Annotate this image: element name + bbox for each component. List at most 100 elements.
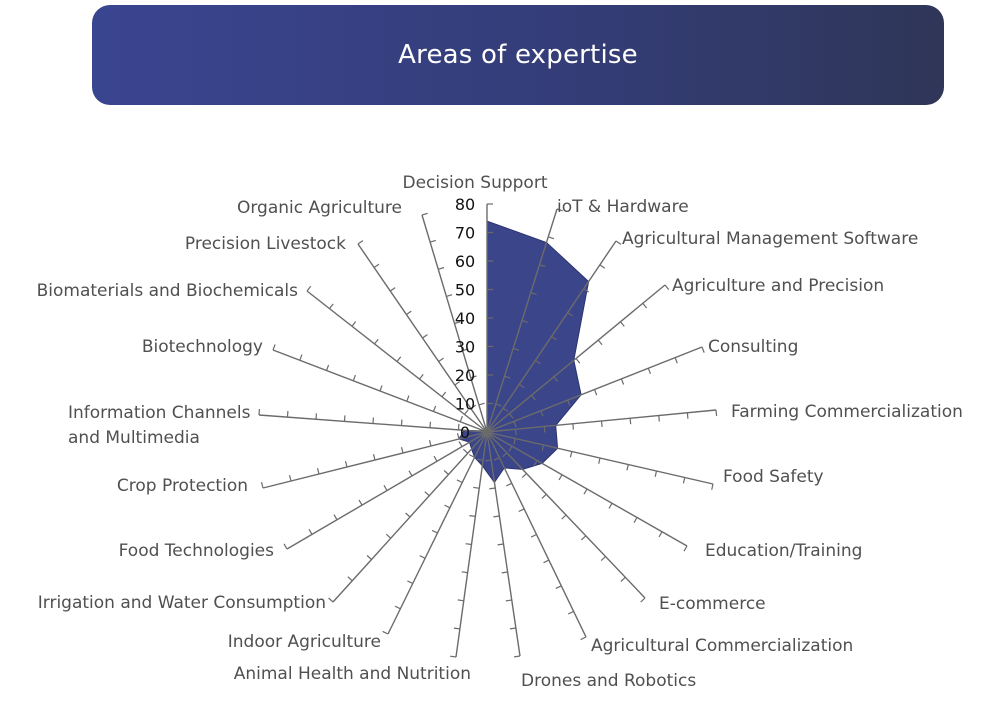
axis-tick bbox=[351, 321, 357, 327]
axis-tick bbox=[446, 294, 453, 297]
category-label-agriculture-and-precision: Agriculture and Precision bbox=[672, 276, 884, 296]
axis-tick bbox=[521, 319, 528, 323]
axis-tick bbox=[308, 528, 313, 535]
axis-tick bbox=[383, 485, 388, 491]
axis-tick bbox=[493, 457, 500, 461]
axis-tick bbox=[347, 576, 353, 582]
axis-tick bbox=[711, 483, 714, 490]
axis-tick bbox=[548, 236, 555, 240]
category-label-biotechnology: Biotechnology bbox=[142, 337, 263, 357]
axis-tick bbox=[495, 403, 502, 407]
axis-tick bbox=[497, 543, 504, 546]
axis-tick bbox=[608, 503, 613, 509]
axis-tick bbox=[640, 597, 646, 603]
axis-tick bbox=[316, 468, 320, 475]
axis-tick bbox=[541, 493, 547, 499]
axis-tick bbox=[428, 440, 432, 447]
axis-tick bbox=[620, 576, 626, 582]
axis-tick bbox=[633, 517, 638, 523]
axis-tick bbox=[429, 239, 437, 243]
axis-tick bbox=[515, 429, 517, 436]
category-labels-group: Decision Support ioT & HardwareAgricultur… bbox=[37, 173, 963, 691]
axis-tick bbox=[567, 610, 574, 615]
axis-tick bbox=[288, 475, 292, 482]
axis-tick bbox=[502, 407, 509, 412]
axis-tick bbox=[501, 452, 508, 458]
axis-tick bbox=[478, 402, 485, 406]
axis-tick bbox=[555, 585, 562, 589]
axis-tick bbox=[461, 571, 468, 574]
title-banner: Areas of expertise bbox=[92, 5, 944, 105]
category-label-education-training: Education/Training bbox=[705, 541, 862, 561]
axis-tick bbox=[477, 458, 484, 461]
axis-tick bbox=[489, 487, 496, 490]
axis-tick bbox=[600, 556, 606, 562]
axis-tick bbox=[715, 409, 718, 417]
category-label-food-technologies: Food Technologies bbox=[119, 541, 275, 561]
axis-tick bbox=[454, 381, 461, 386]
axis-tick bbox=[567, 312, 573, 317]
series-area bbox=[458, 220, 590, 484]
axis-tick bbox=[654, 470, 658, 477]
axis-tick bbox=[453, 627, 460, 630]
axis-tick bbox=[431, 529, 438, 534]
axis-tick bbox=[462, 448, 469, 454]
axis-tick bbox=[299, 354, 303, 361]
axis-tick bbox=[385, 533, 392, 539]
axis-tick bbox=[352, 374, 356, 382]
axis-tick bbox=[421, 212, 428, 216]
axis-tick bbox=[464, 409, 469, 415]
axis-tick bbox=[593, 389, 598, 396]
axis-tick bbox=[572, 423, 574, 430]
axis-tick bbox=[260, 482, 264, 489]
axis-tick bbox=[580, 535, 587, 541]
axis-tick bbox=[374, 338, 379, 345]
axis-tick bbox=[575, 358, 581, 364]
axis-tick bbox=[422, 334, 428, 339]
axis-tick bbox=[344, 461, 348, 468]
axis-tick bbox=[454, 321, 461, 325]
axis-tick bbox=[615, 240, 622, 245]
axis-tick bbox=[683, 545, 688, 552]
tick-label: 70 bbox=[455, 224, 475, 243]
axis-tick bbox=[540, 410, 544, 417]
axis-tick bbox=[456, 479, 463, 484]
axis-tick bbox=[306, 285, 312, 292]
axis-tick bbox=[530, 292, 537, 295]
category-label-indoor-agriculture: Indoor Agriculture bbox=[228, 632, 381, 652]
axis-tick bbox=[419, 555, 426, 559]
axis-tick bbox=[658, 415, 660, 422]
axes-group bbox=[258, 203, 718, 658]
axis-tick bbox=[533, 460, 538, 466]
axis-tick bbox=[521, 473, 527, 479]
axis-tick bbox=[469, 515, 476, 517]
axis-tick bbox=[530, 533, 537, 538]
axis-tick bbox=[450, 655, 457, 658]
axis-tick bbox=[419, 374, 424, 380]
series-area-group bbox=[458, 220, 590, 484]
category-label-crop-protection: Crop Protection bbox=[117, 476, 248, 496]
category-label-biomaterials-and-biochemicals: Biomaterials and Biochemicals bbox=[37, 281, 299, 301]
category-label-iot-hardware: ioT & Hardware bbox=[557, 197, 689, 217]
axis-tick bbox=[620, 321, 625, 327]
axis-tick bbox=[580, 636, 587, 641]
axis-tick bbox=[658, 531, 663, 538]
axis-tick bbox=[674, 357, 678, 364]
axis-tick bbox=[459, 415, 463, 423]
category-label-decision-support: Decision Support bbox=[403, 173, 548, 193]
axis-tick bbox=[518, 383, 525, 389]
axis-tick bbox=[456, 433, 460, 440]
tick-label: 50 bbox=[455, 281, 475, 300]
axis-tick bbox=[389, 287, 396, 292]
axis-tick bbox=[468, 454, 475, 458]
tick-label: 60 bbox=[455, 252, 475, 271]
category-label-animal-health-and-nutrition: Animal Health and Nutrition bbox=[234, 664, 471, 684]
axis-tick bbox=[543, 559, 550, 564]
axis-tick bbox=[283, 543, 288, 550]
axis-tick bbox=[541, 444, 545, 451]
axis-tick bbox=[553, 376, 559, 382]
tick-label: 80 bbox=[455, 195, 475, 214]
tick-label: 0 bbox=[460, 423, 470, 442]
